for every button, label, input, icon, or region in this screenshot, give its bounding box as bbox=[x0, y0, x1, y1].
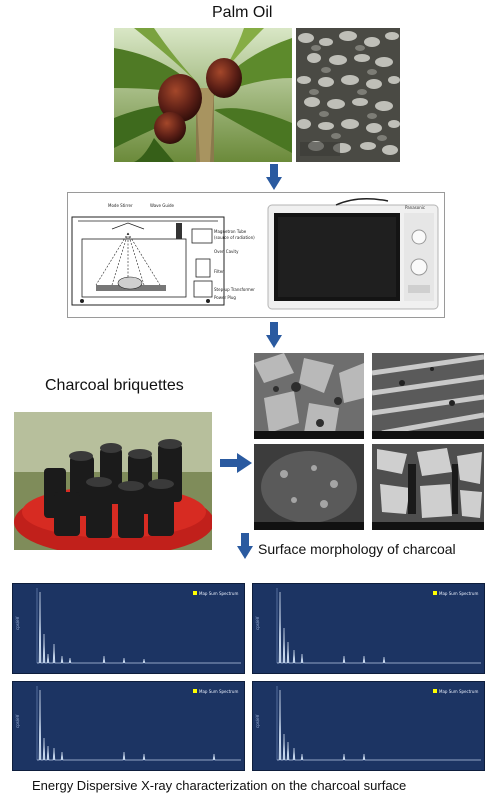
brand-label: Panasonic bbox=[405, 205, 425, 210]
sem-image-1 bbox=[254, 353, 364, 439]
sem-image-2 bbox=[372, 353, 484, 439]
surface-morphology-caption: Surface morphology of charcoal bbox=[258, 541, 456, 557]
y-axis-unit: cps/eV bbox=[15, 714, 20, 728]
transformer-label: Step-up Transformer bbox=[214, 287, 255, 292]
palm-oil-title: Palm Oil bbox=[212, 4, 273, 21]
eds-legend: Map Sum Spectrum bbox=[439, 689, 478, 694]
charcoal-briquettes-title: Charcoal briquettes bbox=[45, 377, 184, 394]
y-axis-unit: cps/eV bbox=[255, 714, 260, 728]
wave-guide-label: Wave Guide bbox=[150, 203, 175, 208]
oven-cavity-label: Oven Cavity bbox=[214, 249, 239, 254]
charcoal-briquettes-photo bbox=[14, 412, 212, 550]
arrow-down-icon bbox=[266, 164, 282, 190]
magnetron-label: Magnetron Tube bbox=[214, 229, 247, 234]
y-axis-unit: cps/eV bbox=[255, 616, 260, 630]
arrow-down-icon bbox=[237, 533, 253, 559]
filter-label: Filter bbox=[214, 269, 224, 274]
arrow-down-icon bbox=[266, 322, 282, 348]
arrow-right-icon bbox=[220, 453, 252, 473]
eds-spectrum-2: cps/eV Map Sum Spectrum bbox=[252, 583, 485, 674]
palm-fruit-photo bbox=[114, 28, 292, 162]
eds-spectrum-4: cps/eV Map Sum Spectrum bbox=[252, 681, 485, 771]
eds-legend: Map Sum Spectrum bbox=[439, 591, 478, 596]
eds-legend: Map Sum Spectrum bbox=[199, 689, 238, 694]
microwave-pyrolysis-panel: Mode Stirrer Wave Guide Magnetron Tube (… bbox=[67, 192, 445, 318]
y-axis-unit: cps/eV bbox=[15, 616, 20, 630]
sem-image-4 bbox=[372, 444, 484, 530]
eds-caption: Energy Dispersive X-ray characterization… bbox=[32, 778, 407, 793]
power-plug-label: Power Plug bbox=[214, 295, 236, 300]
eds-spectrum-1: cps/eV Map Sum Spectrum bbox=[12, 583, 245, 674]
eds-spectrum-3: cps/eV Map Sum Spectrum bbox=[12, 681, 245, 771]
sem-image-3 bbox=[254, 444, 364, 530]
mode-stirrer-label: Mode Stirrer bbox=[108, 203, 133, 208]
microwave-schematic: Mode Stirrer Wave Guide Magnetron Tube (… bbox=[71, 198, 439, 310]
palm-kernel-shell-photo bbox=[296, 28, 400, 162]
magnetron-note: (source of radiation) bbox=[214, 235, 255, 240]
eds-legend: Map Sum Spectrum bbox=[199, 591, 238, 596]
